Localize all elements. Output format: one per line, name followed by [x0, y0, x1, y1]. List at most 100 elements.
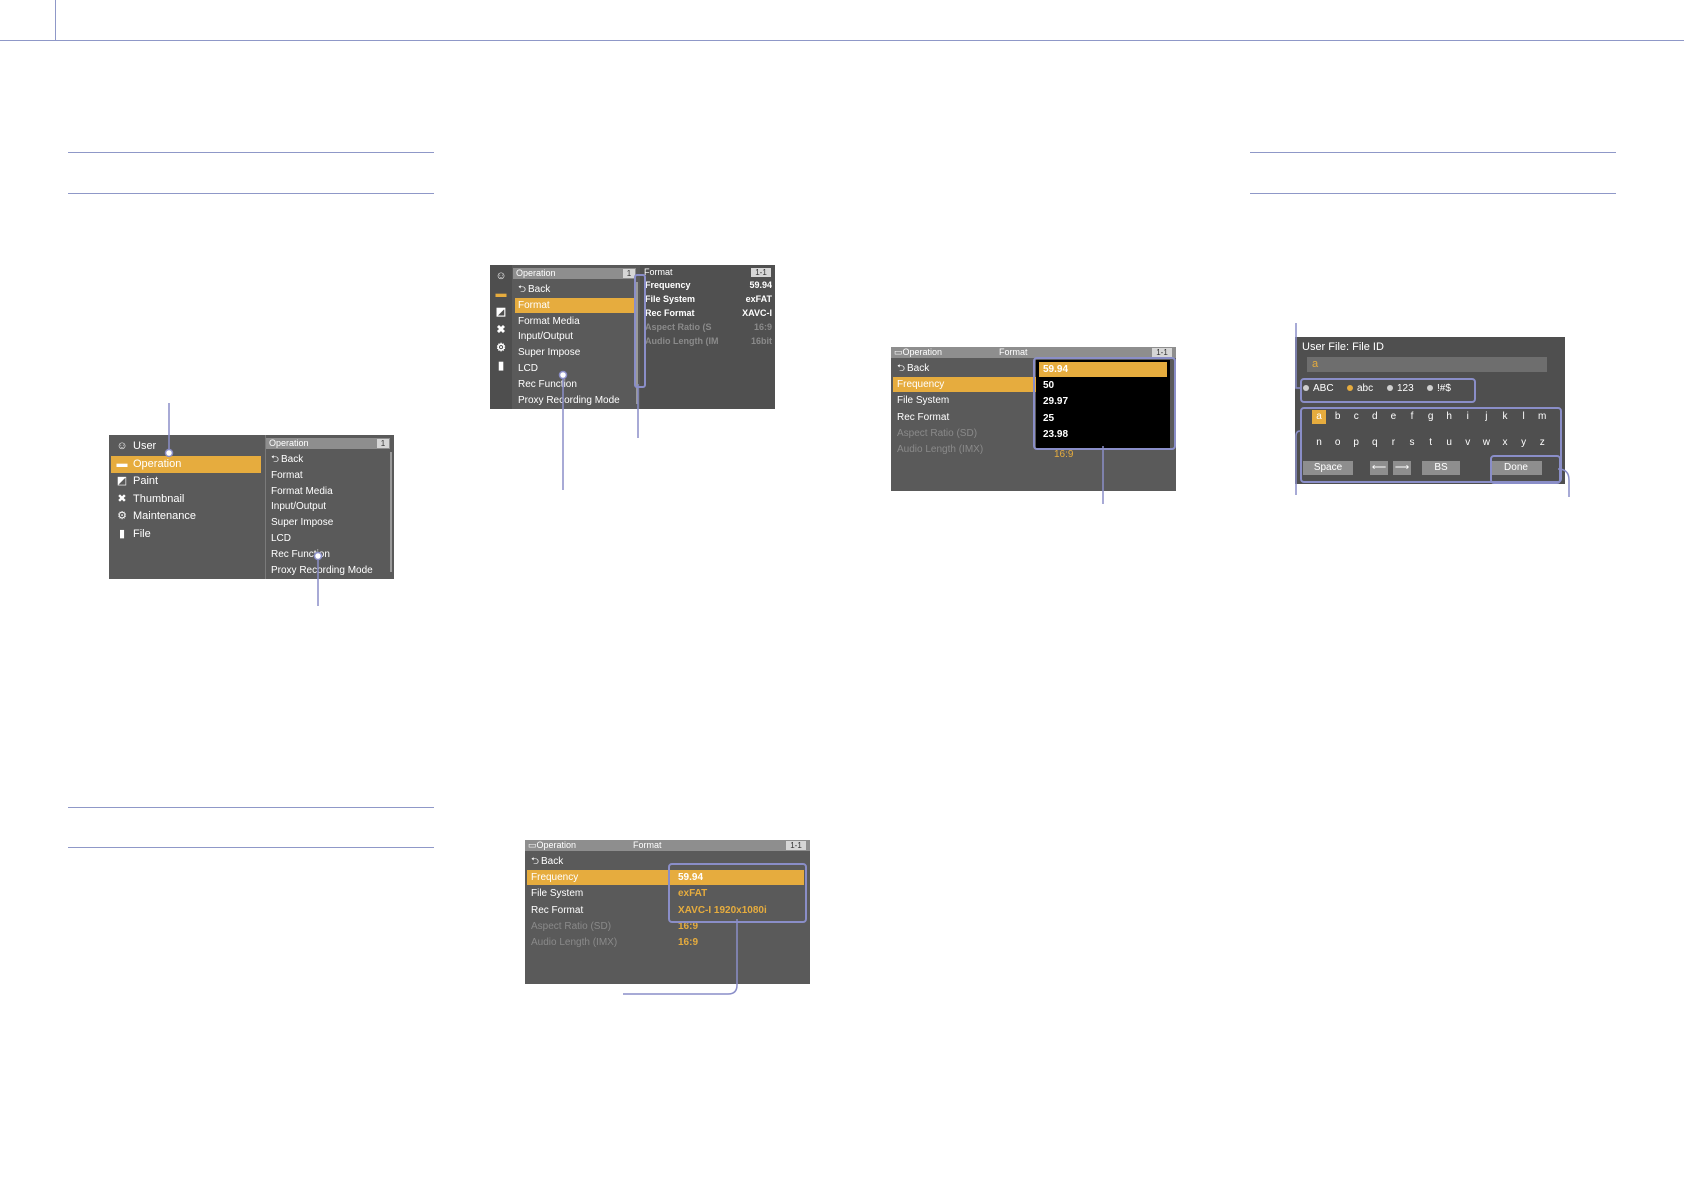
operation-item-label: Super Impose	[271, 517, 334, 529]
operation-item-format[interactable]: Format	[515, 297, 634, 313]
operation-item-super-impose[interactable]: Super Impose	[515, 345, 634, 360]
format-setting-value[interactable]: 16:9	[678, 937, 699, 948]
key-t[interactable]: t	[1429, 437, 1432, 448]
key-n[interactable]: n	[1316, 437, 1322, 448]
cursor-right-key[interactable]: ⟶	[1393, 461, 1411, 475]
icon-operation-icon: ▬	[116, 457, 128, 470]
key-c[interactable]: c	[1353, 411, 1359, 422]
main-menu-item-maintenance[interactable]: ⚙Maintenance	[111, 508, 261, 525]
mode-indicator-icon	[1387, 385, 1393, 392]
key-l[interactable]: l	[1522, 411, 1525, 422]
tab-thumbnail-icon[interactable]: ✖	[496, 324, 506, 336]
main-menu-item-thumbnail[interactable]: ✖Thumbnail	[111, 491, 261, 508]
operation-item-rec-function[interactable]: Rec Function	[515, 377, 634, 392]
format-setting-frequency[interactable]: Frequency	[527, 870, 672, 886]
key-q[interactable]: q	[1372, 437, 1378, 448]
format-setting-rec-format[interactable]: Rec Format	[527, 903, 672, 918]
key-i[interactable]: i	[1466, 411, 1469, 422]
operation-item-format[interactable]: Format	[271, 468, 303, 483]
key-r[interactable]: r	[1391, 437, 1396, 448]
format-setting-value[interactable]: exFAT	[678, 888, 708, 900]
operation-item-proxy-recording-mode[interactable]: Proxy Recording Mode	[271, 563, 373, 578]
key-x[interactable]: x	[1502, 437, 1508, 448]
main-menu-item-label: Operation	[133, 457, 182, 470]
format-setting-file-system[interactable]: File System	[893, 393, 1036, 408]
format-setting-back[interactable]: ⮌Back	[527, 854, 672, 869]
operation-item-back[interactable]: ⮌Back	[271, 452, 303, 467]
operation-item-lcd[interactable]: LCD	[515, 361, 634, 376]
mode-option-123[interactable]: 123	[1387, 382, 1414, 396]
key-g[interactable]: g	[1427, 411, 1434, 422]
operation-item-lcd[interactable]: LCD	[271, 531, 291, 546]
operation-item-label: Format Media	[271, 485, 333, 497]
key-z[interactable]: z	[1539, 437, 1545, 448]
format-setting-file-system[interactable]: File System	[527, 886, 672, 901]
key-f[interactable]: f	[1410, 411, 1414, 422]
main-menu-item-file[interactable]: ▮File	[111, 526, 261, 543]
key-o[interactable]: o	[1334, 437, 1341, 448]
tab-paint-icon[interactable]: ◩	[495, 306, 507, 318]
backspace-key[interactable]: BS	[1422, 461, 1460, 475]
frequency-option-25[interactable]: 25	[1043, 412, 1055, 424]
key-w[interactable]: w	[1482, 437, 1490, 448]
format-setting-frequency[interactable]: Frequency	[893, 377, 1036, 393]
mode-option-[interactable]: !#$	[1427, 382, 1451, 396]
format-preview-label-audio-length-im: Audio Length (IM	[645, 336, 719, 346]
operation-item-proxy-recording-mode[interactable]: Proxy Recording Mode	[515, 393, 634, 408]
main-menu-item-user[interactable]: ☺User	[111, 438, 261, 455]
key-p[interactable]: p	[1353, 437, 1359, 448]
key-m[interactable]: m	[1538, 411, 1547, 422]
key-u[interactable]: u	[1446, 437, 1452, 448]
key-v[interactable]: v	[1465, 437, 1471, 448]
format-setting-rec-format[interactable]: Rec Format	[893, 410, 1036, 425]
space-key[interactable]: Space	[1303, 461, 1353, 475]
key-h[interactable]: h	[1446, 411, 1452, 422]
format-setting-back[interactable]: ⮌Back	[893, 361, 1036, 376]
key-s[interactable]: s	[1409, 437, 1415, 448]
frequency-option-50[interactable]: 50	[1043, 380, 1055, 392]
key-b[interactable]: b	[1334, 411, 1341, 422]
operation-item-back[interactable]: ⮌Back	[515, 282, 634, 297]
mode-indicator-icon	[1347, 385, 1353, 392]
done-button[interactable]: Done	[1490, 461, 1542, 475]
operation-item-label: Input/Output	[271, 501, 327, 513]
key-e[interactable]: e	[1390, 411, 1397, 422]
tab-gear-icon[interactable]: ⚙	[496, 342, 506, 354]
frequency-option-29-97[interactable]: 29.97	[1043, 396, 1069, 408]
key-k[interactable]: k	[1502, 411, 1508, 422]
mode-indicator-icon	[1427, 385, 1433, 392]
operation-item-input-output[interactable]: Input/Output	[271, 499, 326, 514]
key-j[interactable]: j	[1485, 411, 1488, 422]
mode-option-abc[interactable]: abc	[1347, 382, 1373, 396]
scrollbar[interactable]	[390, 452, 392, 572]
operation-item-super-impose[interactable]: Super Impose	[271, 515, 333, 530]
operation-item-format-media[interactable]: Format Media	[271, 484, 333, 499]
operation-item-format-media[interactable]: Format Media	[515, 314, 634, 329]
frequency-option-59-94[interactable]: 59.94	[1039, 362, 1167, 377]
tab-user-icon[interactable]: ☺	[495, 270, 507, 282]
format-setting-label: Aspect Ratio (SD)	[531, 920, 612, 932]
operation-item-rec-function[interactable]: Rec Function	[271, 547, 330, 562]
icon-gear-icon: ⚙	[117, 510, 127, 523]
file-id-input[interactable]: a	[1307, 357, 1547, 372]
cursor-left-key[interactable]: ⟵	[1370, 461, 1388, 475]
mode-callout	[1300, 378, 1476, 403]
main-menu-item-label: Thumbnail	[133, 492, 185, 505]
key-a[interactable]: a	[1312, 410, 1326, 424]
scrollbar[interactable]	[636, 282, 638, 404]
main-menu-item-operation[interactable]: ▬ Operation	[111, 455, 261, 473]
key-y[interactable]: y	[1521, 437, 1527, 448]
menu-divider	[265, 435, 266, 579]
operation-item-input-output[interactable]: Input/Output	[515, 329, 634, 344]
frequency-option-23-98[interactable]: 23.98	[1043, 428, 1069, 440]
format-setting-value[interactable]: XAVC-I 1920x1080i	[678, 904, 767, 916]
format-setting-value[interactable]: 59.94	[672, 870, 804, 886]
tab-operation-icon[interactable]: ▬	[495, 288, 507, 300]
icon-file-icon: ▮	[118, 528, 126, 540]
main-menu-item-paint[interactable]: ◩Paint	[111, 473, 261, 490]
mode-option-abc[interactable]: ABC	[1303, 382, 1334, 396]
key-d[interactable]: d	[1372, 411, 1378, 422]
tab-file-icon[interactable]: ▮	[497, 360, 505, 372]
section-rule	[1250, 193, 1616, 194]
